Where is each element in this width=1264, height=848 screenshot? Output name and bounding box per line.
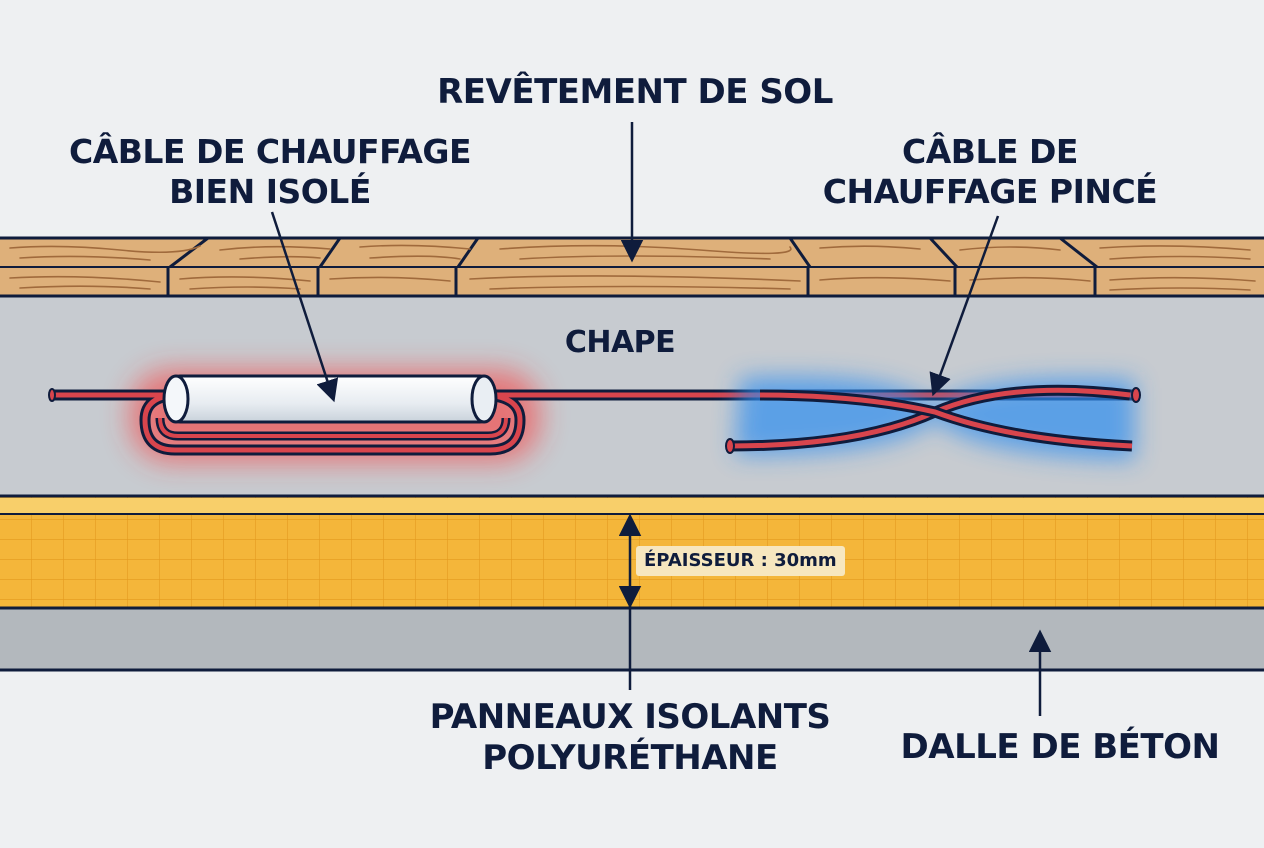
insulated-cable-label: CÂBLE DE CHAUFFAGE BIEN ISOLÉ [60, 132, 480, 213]
concrete-slab-layer [0, 606, 1264, 672]
insulated-cable-arrow-icon [270, 211, 339, 403]
pinched-cable-label-line2: CHAUFFAGE PINCÉ [822, 172, 1158, 212]
pinched-cable-label: CÂBLE DE CHAUFFAGE PINCÉ [800, 132, 1180, 213]
pinched-cable-label-line1: CÂBLE DE [902, 132, 1078, 171]
insulation-panels-label-line1: PANNEAUX ISOLANTS [429, 697, 831, 737]
insulation-panels-label-line2: POLYURÉTHANE [482, 738, 778, 779]
thickness-badge: ÉPAISSEUR : 30mm [636, 546, 845, 576]
insulated-heating-cable [48, 370, 1140, 462]
insulation-sleeve [168, 374, 492, 424]
floor-covering-label: REVÊTEMENT DE SOL [437, 72, 833, 112]
concrete-slab-label: DALLE DE BÉTON [900, 727, 1220, 767]
pinched-heating-cable [725, 376, 1141, 460]
insulation-panel-layer [0, 494, 1264, 610]
insulated-cable-label-line1: CÂBLE DE CHAUFFAGE [68, 132, 472, 171]
pinched-cable-arrow-icon [929, 215, 1000, 397]
insulated-cable-label-line2: BIEN ISOLÉ [169, 172, 371, 212]
screed-label: CHAPE [564, 325, 676, 360]
insulation-panels-label: PANNEAUX ISOLANTS POLYURÉTHANE [400, 697, 860, 780]
